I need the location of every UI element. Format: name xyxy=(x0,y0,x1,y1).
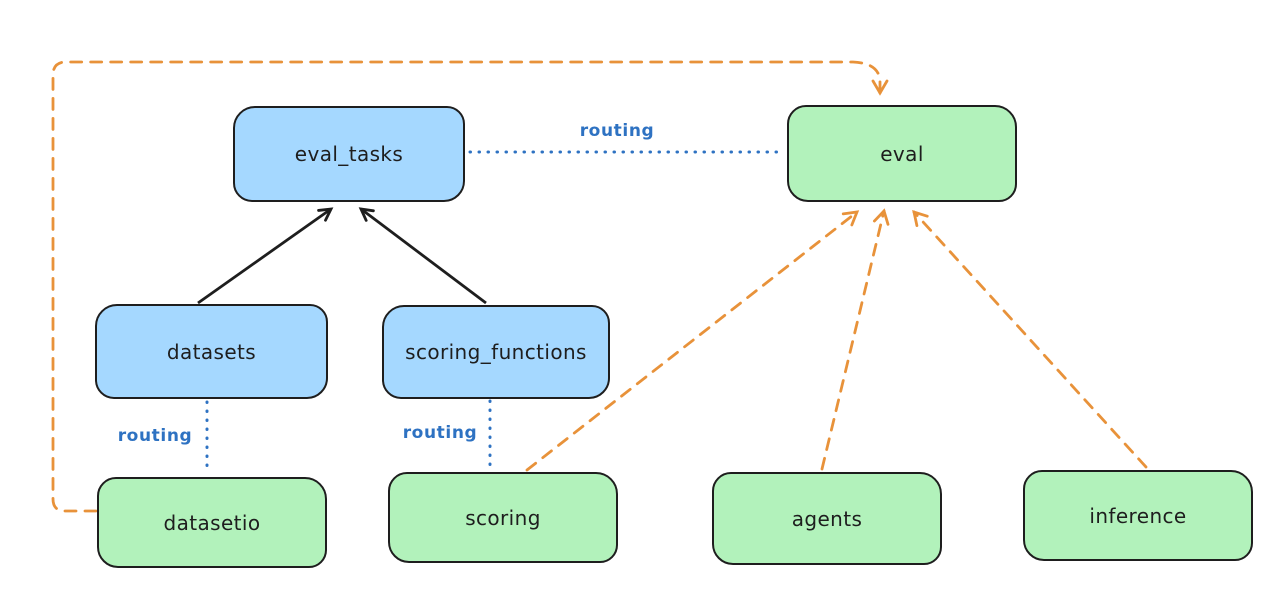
node-datasetio-label: datasetio xyxy=(163,510,261,535)
node-agents-label: agents xyxy=(791,506,863,531)
edge-scoring-functions-to-eval-tasks xyxy=(358,207,487,305)
node-eval: eval xyxy=(787,105,1017,202)
node-scoring-functions-label: scoring_functions xyxy=(405,340,587,364)
routing-label-scoring-functions-scoring: routing xyxy=(402,423,478,443)
routing-label-eval-tasks-eval: routing xyxy=(579,121,655,141)
node-eval-tasks-label: eval_tasks xyxy=(294,142,404,166)
node-inference: inference xyxy=(1023,470,1253,561)
node-scoring-label: scoring xyxy=(465,505,541,530)
node-scoring: scoring xyxy=(388,472,618,563)
node-datasets-label: datasets xyxy=(166,339,257,364)
edge-agents-to-eval xyxy=(820,208,890,471)
routing-label-datasets-datasetio: routing xyxy=(117,426,193,446)
node-eval-tasks: eval_tasks xyxy=(233,106,465,202)
edge-scoring-to-eval xyxy=(525,210,860,472)
edge-datasets-to-eval-tasks xyxy=(197,207,334,305)
node-datasets: datasets xyxy=(95,304,328,399)
edge-inference-to-eval xyxy=(912,209,1148,469)
node-datasetio: datasetio xyxy=(97,477,327,568)
node-scoring-functions: scoring_functions xyxy=(382,305,610,399)
node-inference-label: inference xyxy=(1089,503,1187,528)
edge-datasetio-to-eval xyxy=(51,60,889,513)
node-agents: agents xyxy=(712,472,942,565)
node-eval-label: eval xyxy=(880,141,924,166)
